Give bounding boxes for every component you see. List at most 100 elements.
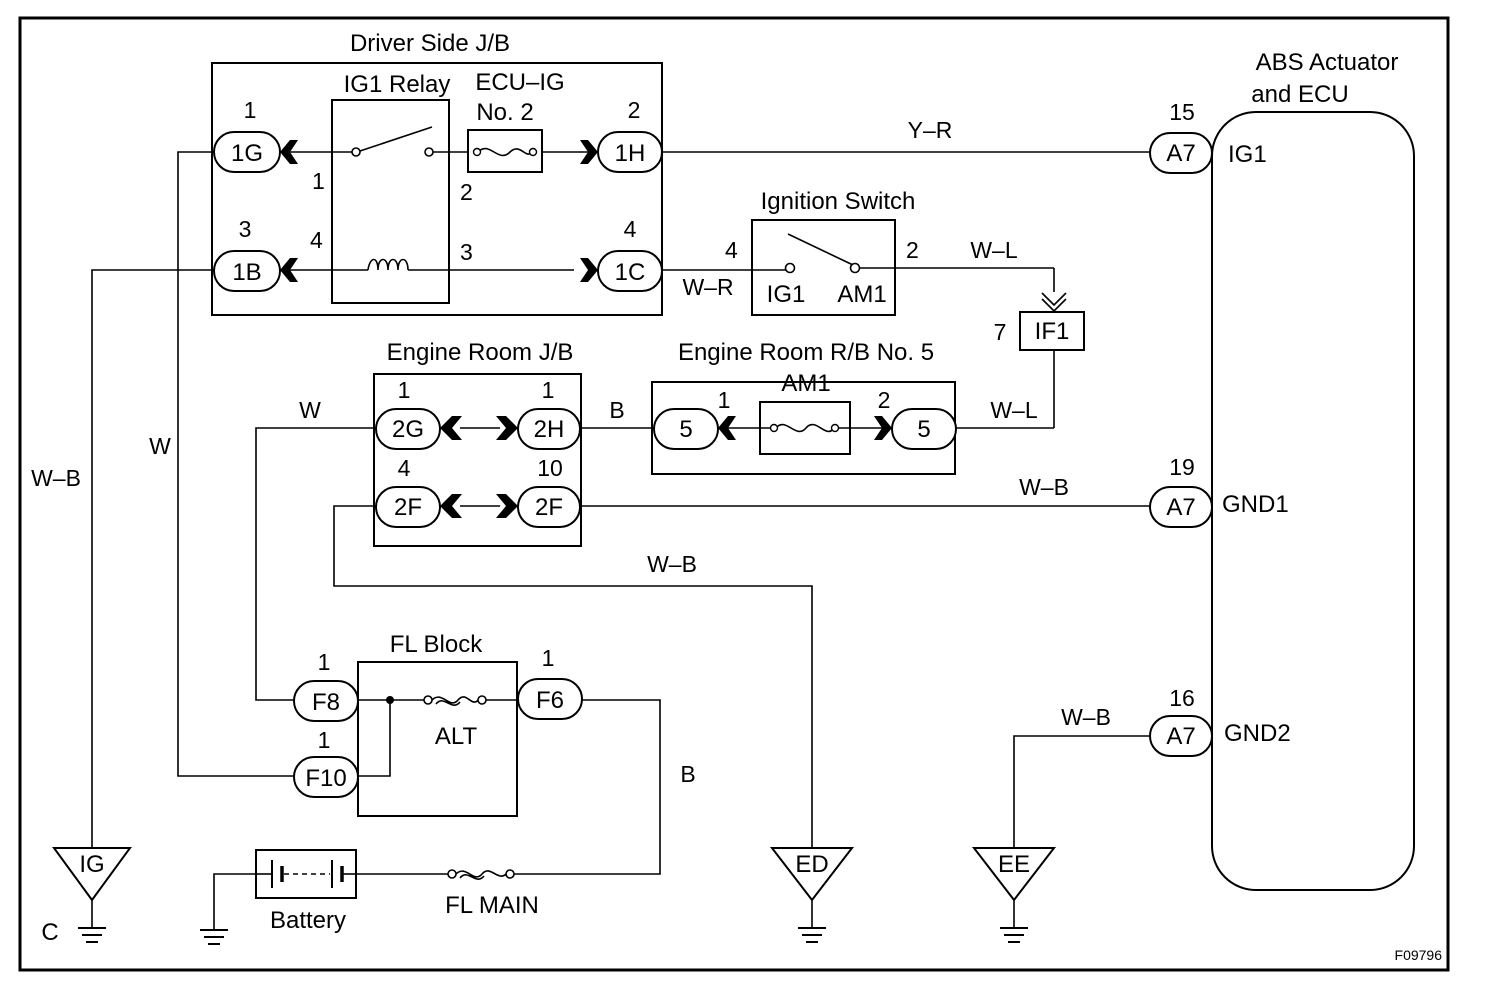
relay-pin-3: 3 [460,239,473,265]
ign-pin-2: 2 [906,237,919,263]
ground-ee-icon [1000,927,1028,943]
svg-text:F6: F6 [536,687,564,714]
fl-main-label: FL MAIN [445,892,539,919]
alt-label: ALT [435,723,478,750]
ecu-term-ig1: IG1 [1228,141,1267,168]
pin-f8: 1 [318,649,331,675]
ground-c-label: C [41,919,58,946]
connector-a7-gnd1: A7 [1149,486,1213,528]
wire-label-yr: Y–R [908,117,953,143]
ecu-ig-label-2: No. 2 [476,99,533,126]
svg-text:2H: 2H [534,416,565,443]
wire-label-wb-gnd1: W–B [1019,474,1069,500]
connector-f10: F10 [293,756,359,798]
am1-fuse-label: AM1 [781,370,830,397]
pin-2f-right: 10 [537,455,563,481]
relay-contact-right [424,147,434,157]
alt-fuse-icon [431,696,479,706]
pin-1c: 4 [624,216,637,242]
connector-2g: 2G [375,408,441,450]
pin-1h: 2 [628,97,641,123]
abs-ecu-label-2: and ECU [1251,81,1348,108]
driver-side-jb-box [211,62,663,316]
pin-2h: 1 [542,377,555,403]
wire-label-b-mid: B [609,397,624,423]
connector-1b: 1B [213,250,281,292]
am1-fuse-icon [775,423,835,433]
fl-main-fuse-icon [455,870,507,880]
ecu-ig-label-1: ECU–IG [475,69,564,96]
connector-a7-ig1: A7 [1149,132,1213,174]
svg-text:2F: 2F [535,494,563,521]
wire-label-w-top: W [299,397,321,423]
ecu-ig-fuse-box [467,129,543,173]
svg-text:2F: 2F [394,494,422,521]
ig1-relay-label: IG1 Relay [344,71,451,98]
battery-icon [256,860,356,888]
connector-2h: 2H [517,408,581,450]
connector-f8: F8 [293,680,359,722]
relay-contact-left [351,147,361,157]
connector-5-left: 5 [653,408,719,450]
svg-text:2G: 2G [392,416,424,443]
ign-contact-am1 [849,262,861,274]
relay-pin-4: 4 [310,227,323,253]
fl-block-box [357,661,518,817]
engine-room-jb-box [373,373,582,547]
svg-text:5: 5 [679,416,692,443]
abs-ecu-label-1: ABS Actuator [1256,49,1399,76]
connector-1g: 1G [213,131,281,173]
svg-text:ED: ED [795,851,828,878]
svg-text:A7: A7 [1166,723,1195,750]
ground-ig-icon [78,927,106,943]
pin-if1: 7 [994,319,1007,345]
outer-frame [18,16,1450,972]
pin-a7-19: 19 [1169,454,1195,480]
ground-ed-icon [798,927,826,943]
pin-a7-16: 16 [1169,685,1195,711]
wire-label-wb-left: W–B [31,465,81,491]
wire-label-wb-ed: W–B [647,551,697,577]
pin-a7-15: 15 [1169,99,1195,125]
svg-text:A7: A7 [1166,140,1195,167]
fl-block-label: FL Block [390,631,483,658]
svg-text:IG: IG [79,851,104,878]
svg-text:1B: 1B [232,259,261,286]
connector-f6: F6 [517,678,583,720]
svg-text:A7: A7 [1166,494,1195,521]
relay-pin-1: 1 [312,168,325,194]
connector-1h: 1H [597,131,663,173]
svg-text:F10: F10 [305,765,346,792]
wire-label-wb-ee: W–B [1061,704,1111,730]
connector-5-right: 5 [891,408,957,450]
am1-pin-2: 2 [878,387,891,413]
battery-label: Battery [270,907,346,934]
connector-2f-right: 2F [517,486,581,528]
ig1-relay-box [331,99,450,304]
battery-ground-icon [200,929,228,945]
ground-ee: EE [971,847,1057,902]
ecu-term-gnd2: GND2 [1224,720,1291,747]
relay-pin-2: 2 [460,179,473,205]
pin-f10: 1 [318,727,331,753]
relay-coil-icon [367,258,409,271]
ignition-switch-label: Ignition Switch [761,188,916,215]
connector-2f-left: 2F [375,486,441,528]
svg-text:F8: F8 [312,689,340,716]
pin-f6: 1 [542,645,555,671]
wire-label-w-left: W [149,433,171,459]
am1-pin-1: 1 [718,387,731,413]
if1-plug-mark [1041,292,1067,313]
connector-if1 [1019,311,1085,351]
wire-label-wr: W–R [682,274,733,300]
connector-1c: 1C [597,250,663,292]
ign-contact-ig1 [784,262,796,274]
ign-pin-4: 4 [725,237,738,263]
driver-side-jb-title: Driver Side J/B [350,30,510,57]
wire-label-b-right: B [680,761,695,787]
wire-label-wl-bot: W–L [990,397,1038,423]
ecu-ig-fuse-icon [477,147,533,157]
ecu-term-gnd1: GND1 [1222,491,1289,518]
ign-term-am1: AM1 [837,281,886,308]
svg-text:1G: 1G [231,140,263,167]
